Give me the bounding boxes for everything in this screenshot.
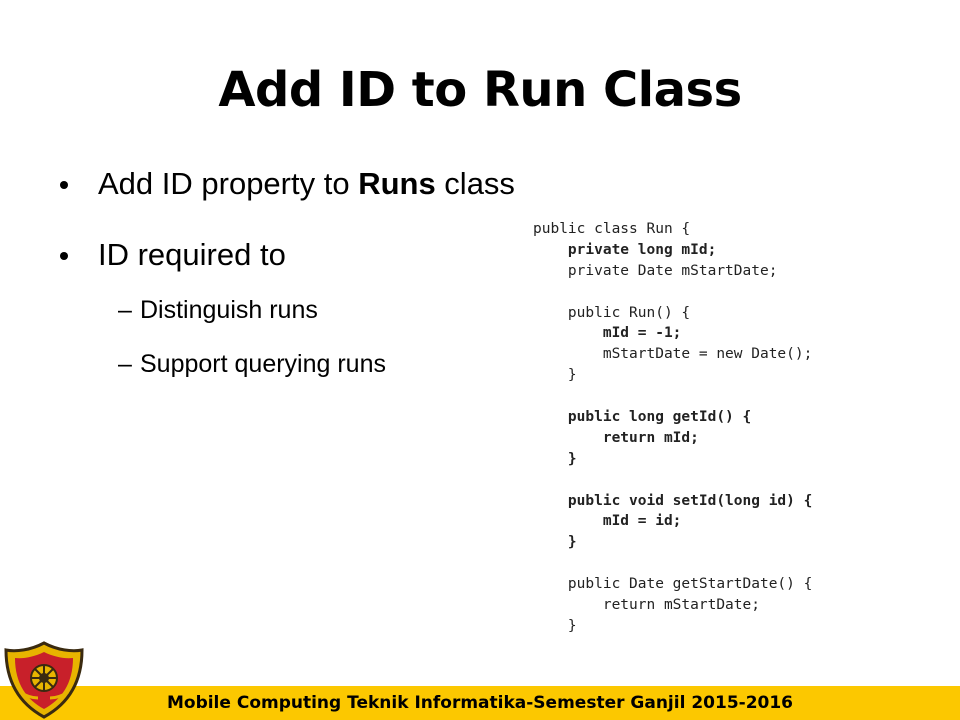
bullet-text: Add ID property to Runs class [98, 166, 515, 202]
code-line [533, 386, 863, 407]
code-line: mStartDate = new Date(); [533, 346, 813, 363]
code-line: return mId; [533, 429, 699, 446]
code-line [533, 282, 863, 303]
bullet-text: ID required to [98, 237, 286, 272]
bullet-text-part: Add ID property to [98, 166, 359, 201]
code-line: private Date mStartDate; [533, 262, 778, 279]
code-line: public long getId() { [533, 409, 752, 426]
sub-bullet-text: Support querying runs [140, 350, 386, 378]
code-line [533, 470, 863, 491]
footer-bar: Mobile Computing Teknik Informatika-Seme… [0, 686, 960, 720]
code-line: mId = id; [533, 513, 682, 530]
slide-title: Add ID to Run Class [218, 62, 742, 118]
code-line: mId = -1; [533, 325, 682, 342]
code-snippet: public class Run { private long mId; pri… [533, 219, 863, 637]
bullet-text-part: class [435, 166, 515, 201]
bullet-dot-icon [60, 252, 68, 260]
code-line: } [533, 617, 577, 634]
sub-bullet-dash: – [118, 350, 132, 378]
code-line: public void setId(long id) { [533, 492, 813, 509]
sub-bullet-text: Distinguish runs [140, 296, 318, 324]
university-crest-icon [4, 641, 84, 719]
code-line: return mStartDate; [533, 597, 760, 614]
code-line: } [533, 534, 577, 551]
code-line: public Run() { [533, 304, 691, 321]
footer-text: Mobile Computing Teknik Informatika-Seme… [166, 693, 794, 713]
code-line: public Date getStartDate() { [533, 576, 813, 593]
sub-bullet-dash: – [118, 296, 132, 324]
code-line [533, 553, 863, 574]
code-line: private long mId; [533, 241, 717, 258]
bullet-text-bold: Runs [358, 166, 436, 201]
code-line: public class Run { [533, 221, 691, 237]
bullet-dot-icon [60, 181, 68, 189]
code-line: } [533, 450, 577, 467]
code-line: } [533, 367, 577, 384]
